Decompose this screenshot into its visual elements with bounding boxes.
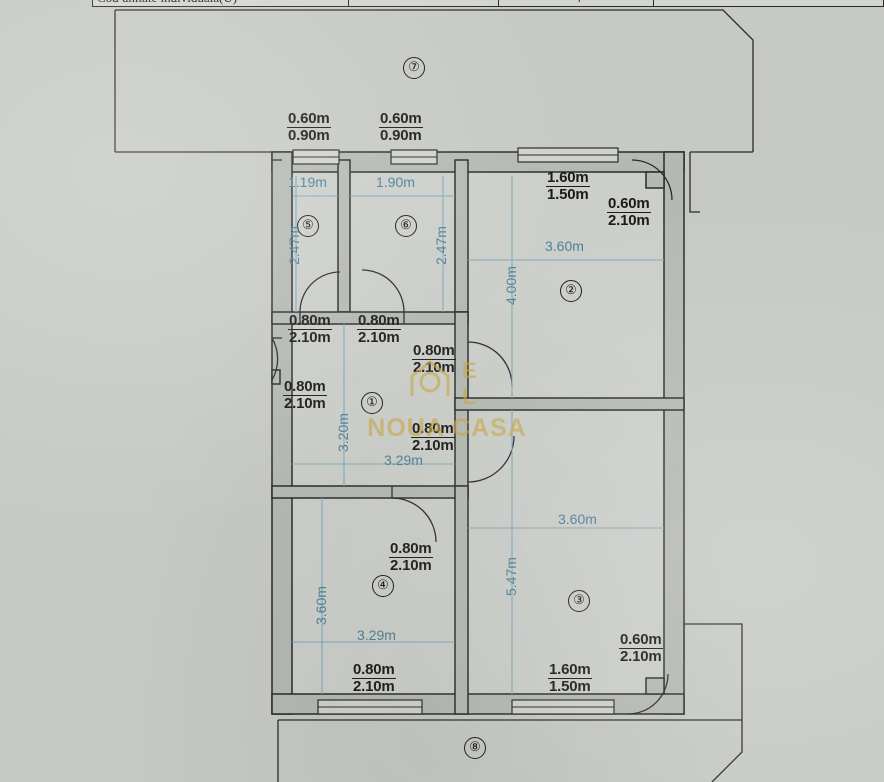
label-door-room3-exit-w: 0.60m <box>619 631 663 649</box>
label-window-room3-bottom: 1.60m 1.50m <box>548 662 592 695</box>
dim-room4-width: 3.29m <box>357 627 396 643</box>
label-window-room2-top: 1.60m 1.50m <box>546 170 590 203</box>
label-door-room4: 0.80m 2.10m <box>389 541 433 574</box>
dim-room1-depth: 3.20m <box>335 413 351 452</box>
room-marker-1: ① <box>361 392 383 414</box>
dim-room6-depth: 2.47m <box>433 226 449 265</box>
label-door-room4-h: 2.10m <box>390 556 432 574</box>
label-window-room6-top: 0.60m 0.90m <box>379 111 423 144</box>
label-window-room5-top-w: 0.60m <box>287 110 331 128</box>
label-window-room3-bottom-w: 1.60m <box>548 661 592 679</box>
room-marker-4: ④ <box>372 575 394 597</box>
room-marker-5: ⑤ <box>297 215 319 237</box>
label-door-hall-left: 0.80m 2.10m <box>283 379 327 412</box>
dim-room2-depth: 4.00m <box>503 266 519 305</box>
label-door-room5-w: 0.80m <box>288 312 332 330</box>
label-window-room4-bottom-w: 0.80m <box>352 661 396 679</box>
label-door-room4-w: 0.80m <box>389 540 433 558</box>
wall-notches <box>272 159 665 695</box>
dim-room3-width: 3.60m <box>558 511 597 527</box>
header-cell-3: 4 <box>499 0 654 6</box>
header-table: Cod unitate individuala(U) 4 <box>92 0 884 7</box>
label-door-room3-exit: 0.60m 2.10m <box>619 632 663 665</box>
room-marker-7: ⑦ <box>403 57 425 79</box>
label-door-hall-left-h: 2.10m <box>284 394 326 412</box>
label-door-room5-h: 2.10m <box>289 328 331 346</box>
label-door-room3-exit-h: 2.10m <box>620 647 662 665</box>
label-window-room3-bottom-h: 1.50m <box>549 677 591 695</box>
label-door-room2-entry: 0.60m 2.10m <box>607 196 651 229</box>
header-cell-code-text: Cod unitate individuala(U) <box>97 0 237 6</box>
label-door-hall-left-w: 0.80m <box>283 378 327 396</box>
header-cell-2 <box>349 0 499 6</box>
dim-room6-width: 1.90m <box>376 174 415 190</box>
label-door-room5: 0.80m 2.10m <box>288 313 332 346</box>
label-door-room3-hall-h: 2.10m <box>412 436 454 454</box>
dim-room5-depth: 2.47m <box>286 226 302 265</box>
header-cell-code: Cod unitate individuala(U) <box>93 0 349 6</box>
label-window-room5-top-h: 0.90m <box>288 126 330 144</box>
label-door-room6-w: 0.80m <box>357 312 401 330</box>
room-marker-6: ⑥ <box>395 215 417 237</box>
label-door-room3-hall-w: 0.80m <box>411 420 455 438</box>
room-marker-3: ③ <box>568 590 590 612</box>
interior-walls <box>271 159 685 715</box>
label-door-room2-hall: 0.80m 2.10m <box>412 343 456 376</box>
dim-room4-depth: 3.60m <box>313 586 329 625</box>
dim-room3-depth: 5.47m <box>503 557 519 596</box>
label-window-room2-top-h: 1.50m <box>547 185 589 203</box>
label-window-room5-top: 0.60m 0.90m <box>287 111 331 144</box>
header-cell-4 <box>654 0 883 6</box>
label-door-room2-hall-w: 0.80m <box>412 342 456 360</box>
label-window-room4-bottom-h: 2.10m <box>353 677 395 695</box>
terrace-7-outline <box>114 9 754 213</box>
label-door-room2-entry-w: 0.60m <box>607 195 651 213</box>
dim-room2-width: 3.60m <box>545 238 584 254</box>
doors <box>271 159 673 715</box>
room-marker-2: ② <box>560 280 582 302</box>
label-door-room3-hall: 0.80m 2.10m <box>411 421 455 454</box>
dim-room5-width: 1.19m <box>288 174 327 190</box>
label-door-room2-entry-h: 2.10m <box>608 211 650 229</box>
dim-room1-width: 3.29m <box>384 452 423 468</box>
room-marker-8: ⑧ <box>464 737 486 759</box>
label-window-room6-top-w: 0.60m <box>379 110 423 128</box>
label-door-room6: 0.80m 2.10m <box>357 313 401 346</box>
label-door-room2-hall-h: 2.10m <box>413 358 455 376</box>
windows <box>292 147 619 715</box>
label-window-room6-top-h: 0.90m <box>380 126 422 144</box>
dimension-lines <box>292 176 664 694</box>
label-door-room6-h: 2.10m <box>358 328 400 346</box>
label-window-room4-bottom: 0.80m 2.10m <box>352 662 396 695</box>
header-red-mark: 4 <box>575 0 582 6</box>
label-window-room2-top-w: 1.60m <box>546 169 590 187</box>
